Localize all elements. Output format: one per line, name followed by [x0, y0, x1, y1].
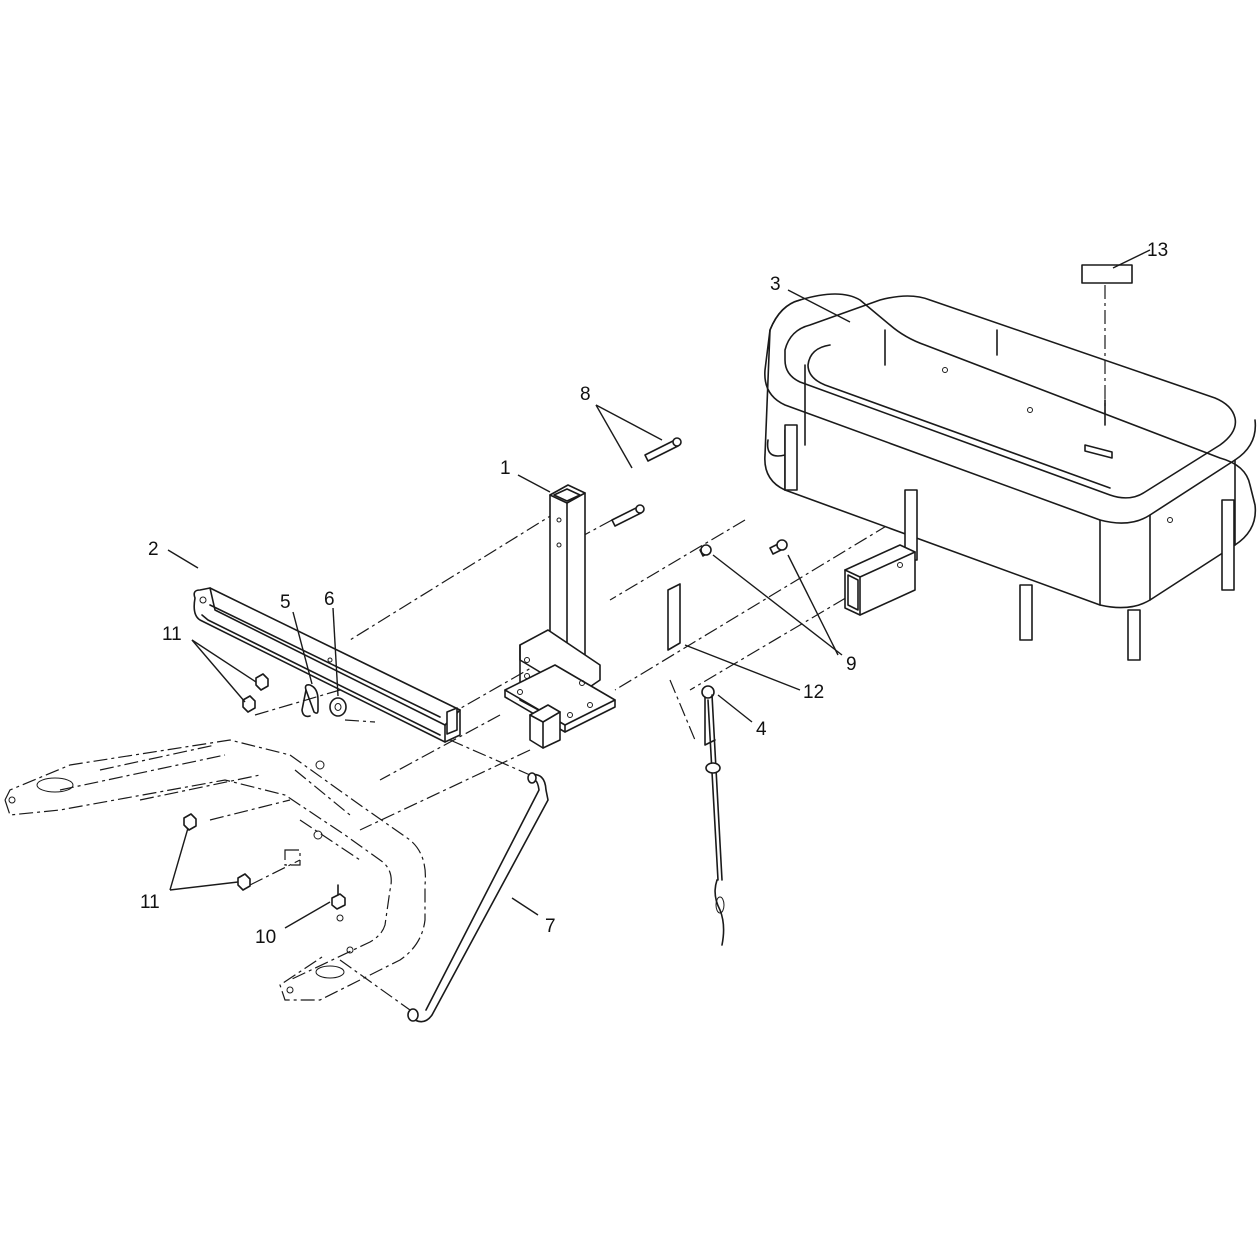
leader-lines [167, 249, 1151, 929]
callout-3: 3 [770, 274, 781, 295]
lynch-pin-4 [701, 685, 725, 946]
callout-11-upper: 11 [162, 624, 182, 645]
callout-5: 5 [280, 592, 291, 613]
nuts-11-upper [242, 673, 269, 713]
mounting-frame [4, 739, 427, 1001]
decal-13 [1081, 264, 1133, 284]
callout-12: 12 [803, 682, 824, 703]
callout-labels: 1 2 3 4 5 6 7 8 9 10 11 11 12 13 [140, 240, 1168, 948]
callout-10: 10 [255, 927, 276, 948]
pins-8 [611, 437, 682, 527]
callout-4: 4 [756, 719, 767, 740]
callout-6: 6 [324, 589, 335, 610]
plate-12 [667, 583, 681, 651]
callout-1: 1 [500, 458, 511, 479]
hitch-bar-2 [193, 587, 461, 743]
callout-2: 2 [148, 539, 159, 560]
bolt-10 [331, 884, 346, 910]
nuts-11-lower [183, 813, 251, 891]
basket-3 [764, 293, 1257, 661]
handle-bar-7 [407, 772, 549, 1023]
callout-13: 13 [1147, 240, 1168, 261]
washer-6 [329, 697, 347, 717]
callout-9: 9 [846, 654, 857, 675]
hitch-post-1 [504, 484, 616, 749]
callout-8: 8 [580, 384, 591, 405]
hairpin-clip-5 [301, 684, 319, 718]
callout-7: 7 [545, 916, 556, 937]
bolts-9 [699, 539, 788, 557]
callout-11-lower: 11 [140, 892, 160, 913]
